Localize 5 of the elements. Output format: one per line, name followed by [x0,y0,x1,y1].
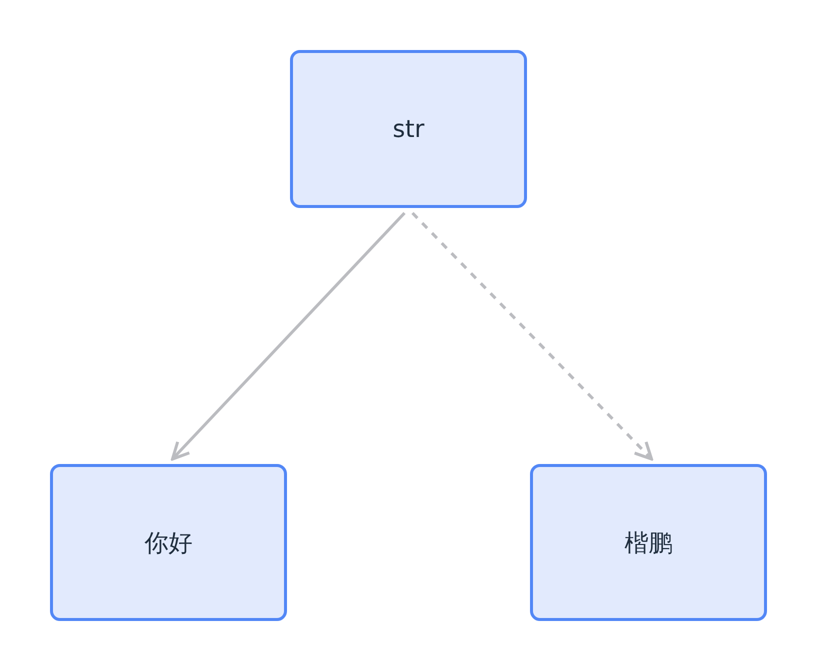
process-box: 你好 [50,464,287,621]
process-box: 楷鹏 [530,464,767,621]
arrow [171,212,406,460]
process-box: str [290,50,527,208]
arrow [411,212,653,460]
